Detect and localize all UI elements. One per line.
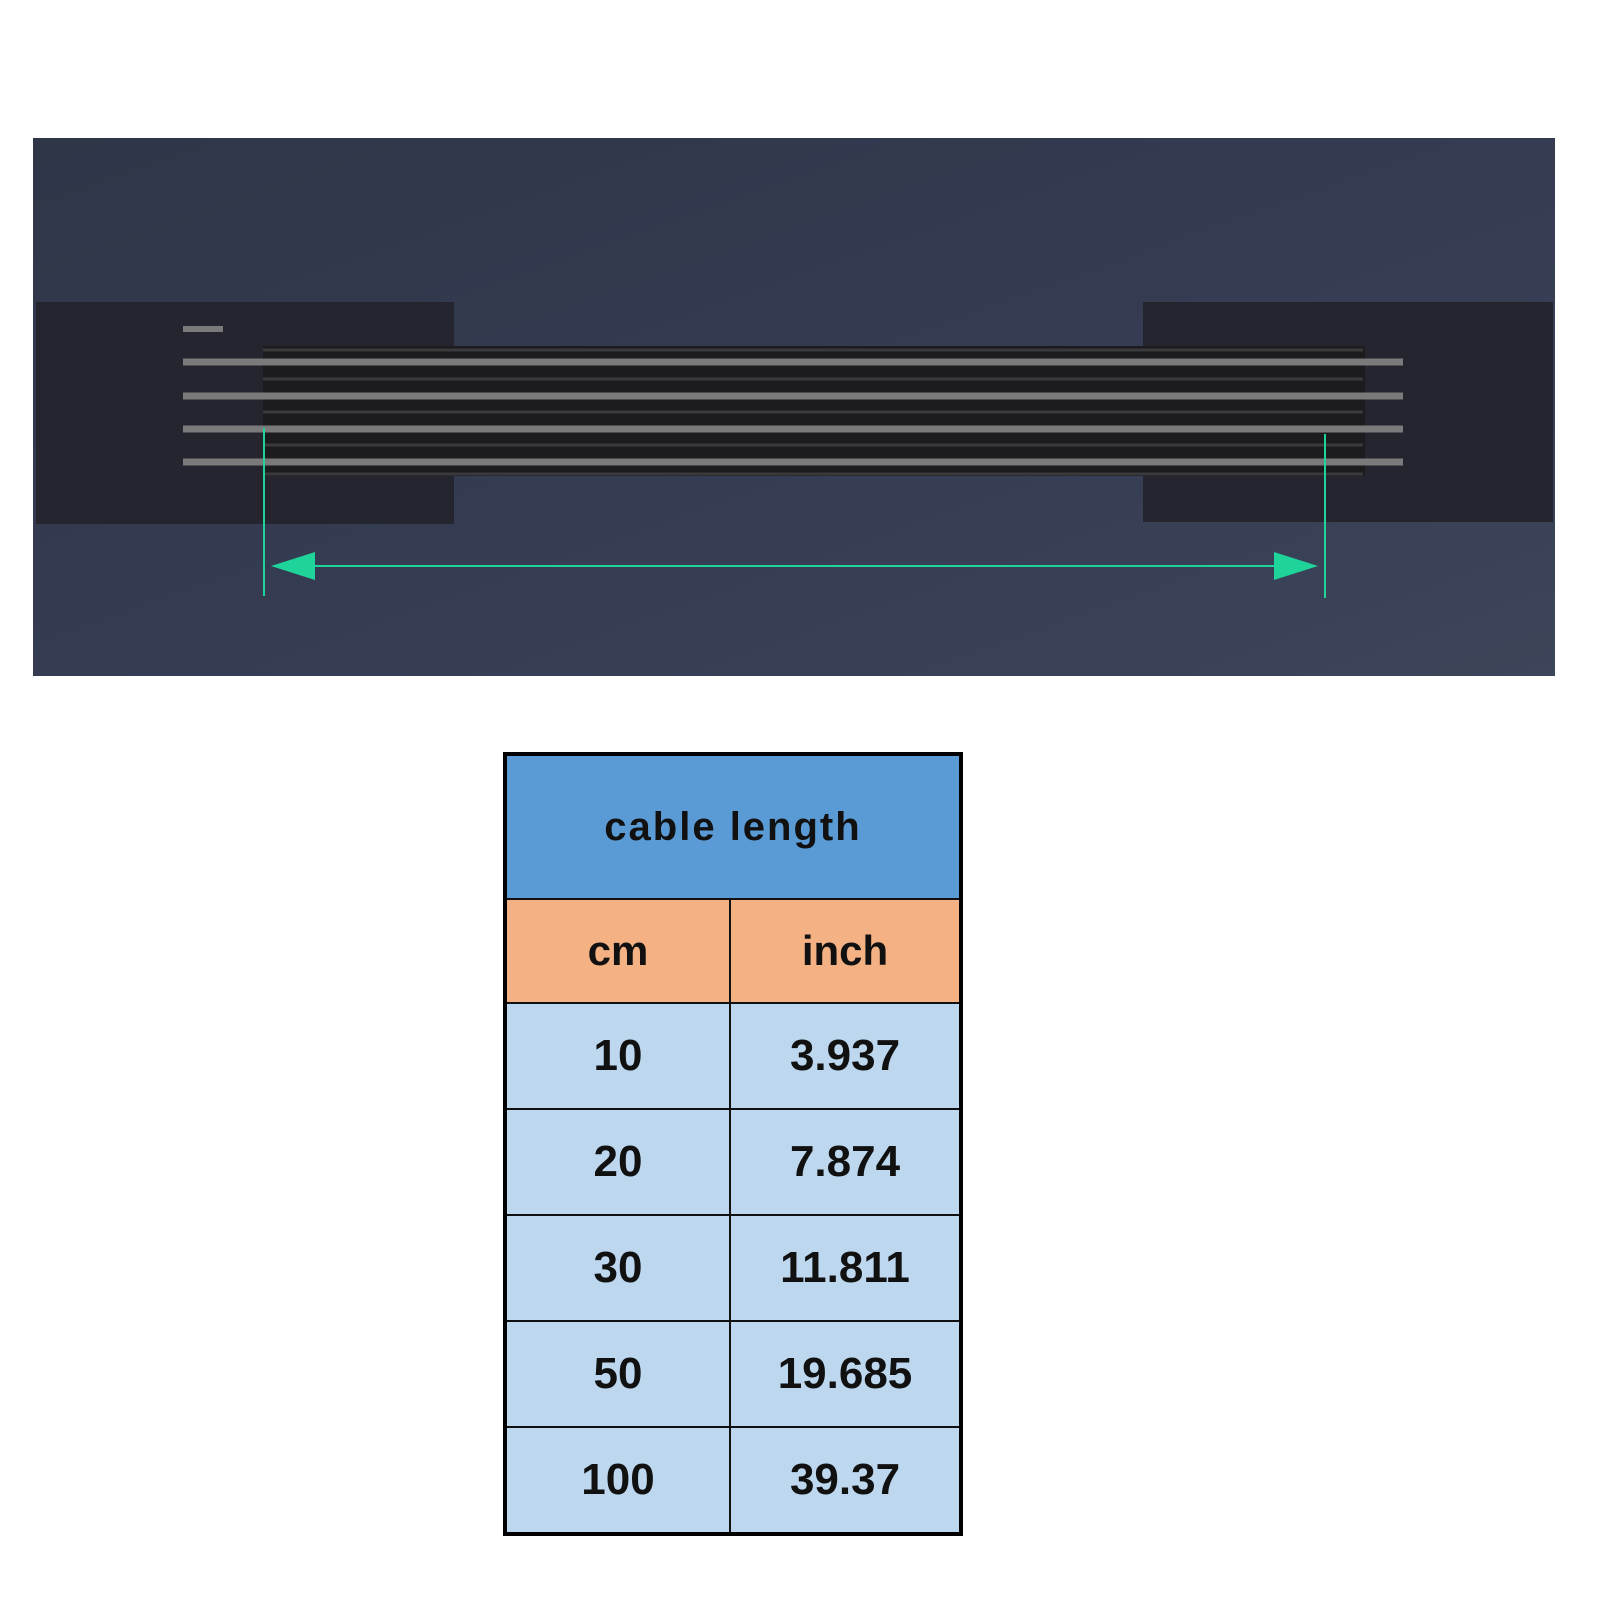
cell-cm: 20 xyxy=(504,1108,731,1216)
cell-inch: 11.811 xyxy=(729,1214,962,1322)
cable-photo xyxy=(33,138,1555,676)
header-inch: inch xyxy=(729,898,962,1004)
cell-cm: 30 xyxy=(504,1214,731,1322)
cell-inch: 3.937 xyxy=(729,1002,962,1110)
ribbon-cable xyxy=(183,326,1403,476)
cell-inch: 7.874 xyxy=(729,1108,962,1216)
header-cm: cm xyxy=(504,898,731,1004)
length-arrow xyxy=(263,428,1326,598)
cell-cm: 100 xyxy=(504,1426,731,1535)
cell-inch: 19.685 xyxy=(729,1320,962,1428)
cell-cm: 10 xyxy=(504,1002,731,1110)
cell-cm: 50 xyxy=(504,1320,731,1428)
table-title: cable length xyxy=(504,753,962,900)
cell-inch: 39.37 xyxy=(729,1426,962,1535)
